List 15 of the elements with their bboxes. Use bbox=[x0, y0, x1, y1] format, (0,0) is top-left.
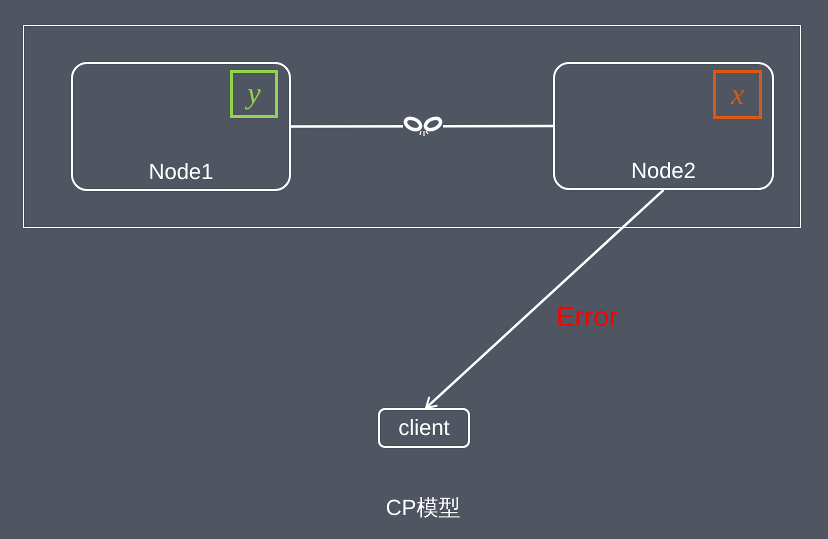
variable-box bbox=[230, 70, 278, 118]
arrow bbox=[425, 189, 664, 409]
edge-label: Error bbox=[556, 303, 618, 331]
caption: CP模型 bbox=[384, 497, 462, 519]
client-box bbox=[378, 408, 470, 448]
node-label: Node1 bbox=[148, 161, 214, 183]
node-label: client bbox=[398, 417, 450, 439]
node-label: Node2 bbox=[631, 160, 696, 182]
variable-box bbox=[713, 70, 762, 119]
node-box bbox=[553, 62, 774, 190]
group-frame bbox=[23, 25, 801, 228]
variable-label: x bbox=[730, 80, 744, 110]
connector-line bbox=[291, 124, 553, 128]
node-box bbox=[71, 62, 291, 191]
variable-label: y bbox=[247, 79, 261, 109]
